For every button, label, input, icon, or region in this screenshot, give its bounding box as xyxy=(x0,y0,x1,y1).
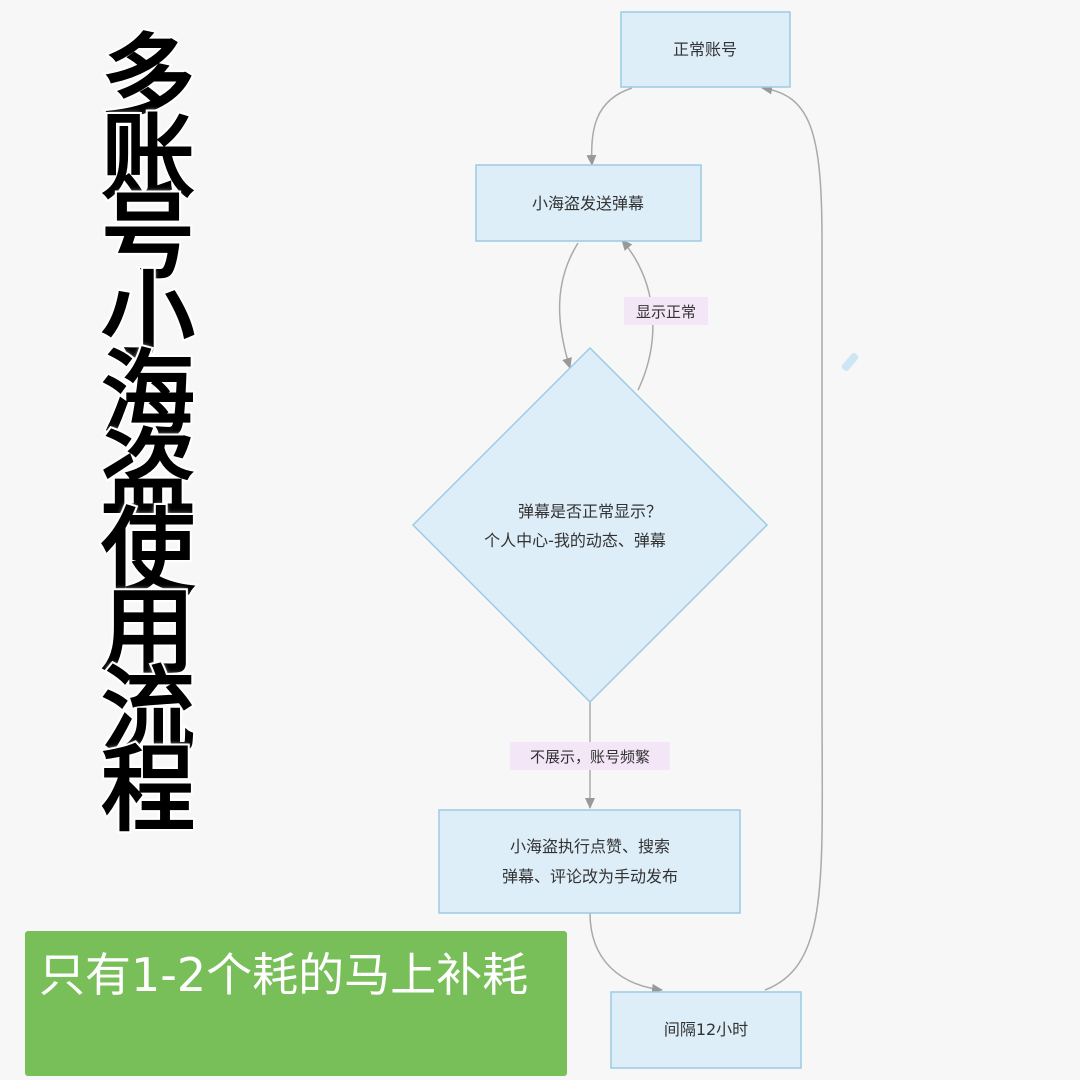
node-decision-line2: 个人中心-我的动态、弹幕 xyxy=(484,531,666,550)
node-manual-line1: 小海盗执行点赞、搜索 xyxy=(510,837,670,856)
title-char: 流 xyxy=(99,657,197,766)
title-char: 盗 xyxy=(99,420,197,529)
node-normal-account xyxy=(620,11,791,88)
node-interval-label: 间隔12小时 xyxy=(664,1020,748,1039)
title-char: 海 xyxy=(99,341,197,450)
node-manual-line2: 弹幕、评论改为手动发布 xyxy=(502,867,678,886)
edge-normal-to-send xyxy=(586,87,633,166)
title-char: 用 xyxy=(99,578,197,687)
edge-send-to-decision xyxy=(558,242,579,369)
node-decision xyxy=(411,346,769,704)
node-interval xyxy=(610,991,802,1069)
edge-label-not-shown: 不展示，账号频繁 xyxy=(530,748,650,766)
node-send-danmaku-label: 小海盗发送弹幕 xyxy=(532,194,644,213)
note-text: 只有1-2个耗的马上补耗 xyxy=(39,948,529,1002)
title-char: 小 xyxy=(99,262,197,371)
title-char: 账 xyxy=(99,104,197,213)
node-decision-line1: 弹幕是否正常显示？ xyxy=(518,502,662,521)
edge-interval-to-normal xyxy=(761,84,824,991)
title-char: 使 xyxy=(99,499,197,608)
node-normal-account-label: 正常账号 xyxy=(673,40,737,59)
note-banner: 只有1-2个耗的马上补耗 xyxy=(25,931,567,1076)
page-title: 多账号小海盗使用流程 xyxy=(88,25,208,845)
decorative-mark xyxy=(841,352,859,372)
node-send-danmaku xyxy=(475,164,702,242)
edge-manual-to-interval xyxy=(589,912,663,994)
title-char: 号 xyxy=(99,183,197,292)
edge-label-bg xyxy=(624,297,708,325)
edge-label-show-normal: 显示正常 xyxy=(636,303,696,321)
edge-label-bg xyxy=(510,742,670,770)
title-char: 多 xyxy=(99,25,197,134)
title-char: 程 xyxy=(99,736,197,845)
node-manual-publish xyxy=(438,809,741,914)
